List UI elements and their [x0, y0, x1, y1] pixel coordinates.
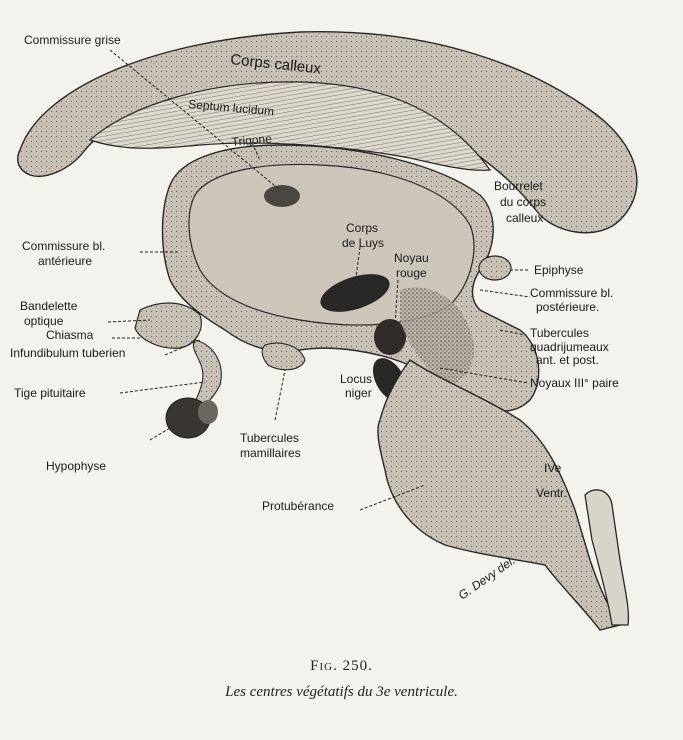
label-epiphyse: Epiphyse	[534, 263, 584, 277]
chiasma-shape	[135, 303, 201, 348]
label-tubercules-mam-1: Tubercules	[240, 431, 299, 445]
commissure-grise-shape	[264, 185, 300, 207]
infundibulum-shape	[193, 340, 221, 405]
label-tige-pituitaire: Tige pituitaire	[14, 386, 86, 400]
label-protuberance: Protubérance	[262, 499, 334, 513]
label-locus-niger-2: niger	[345, 386, 372, 400]
label-tubercules-quad-1: Tubercules	[530, 326, 589, 340]
label-noyau-rouge-2: rouge	[396, 266, 427, 280]
label-tubercules-quad-3: ant. et post.	[536, 353, 599, 367]
label-bandelette-1: Bandelette	[20, 299, 78, 313]
label-corps-luys-2: de Luys	[342, 236, 384, 250]
label-bandelette-2: optique	[24, 314, 64, 328]
label-locus-niger-1: Locus	[340, 372, 372, 386]
artist-signature: G. Devy del.	[456, 553, 518, 602]
label-chiasma: Chiasma	[46, 328, 94, 342]
label-commissure-post-1: Commissure bl.	[530, 286, 613, 300]
noyau-rouge-shape	[374, 319, 406, 355]
label-hypophyse: Hypophyse	[46, 459, 106, 473]
label-ive-ventr-2: Ventr.	[536, 486, 567, 500]
epiphyse-shape	[479, 256, 511, 280]
label-commissure-ant-1: Commissure bl.	[22, 239, 105, 253]
label-infundibulum: Infundibulum tuberien	[10, 346, 125, 360]
anatomical-diagram: Corps calleux Septum lucidum Trigone Com…	[0, 0, 683, 650]
label-bourrelet-1: Bourrelet	[494, 179, 543, 193]
label-commissure-post-2: postérieure.	[536, 300, 599, 314]
figure-number: Fig. 250.	[0, 658, 683, 675]
label-ive-ventr-1: IVe	[544, 461, 562, 475]
label-tubercules-mam-2: mamillaires	[240, 446, 301, 460]
label-bourrelet-2: du corps	[500, 195, 546, 209]
label-noyaux-iii: Noyaux III° paire	[530, 376, 619, 390]
label-noyau-rouge-1: Noyau	[394, 251, 429, 265]
hypophyse-posterior-lobe	[198, 400, 218, 424]
label-commissure-grise: Commissure grise	[24, 33, 121, 47]
label-bourrelet-3: calleux	[506, 211, 543, 225]
label-tubercules-quad-2: quadrijumeaux	[530, 340, 609, 354]
figure-caption: Les centres végétatifs du 3e ventricule.	[0, 684, 683, 701]
label-commissure-ant-2: antérieure	[38, 254, 92, 268]
label-corps-luys-1: Corps	[346, 221, 378, 235]
